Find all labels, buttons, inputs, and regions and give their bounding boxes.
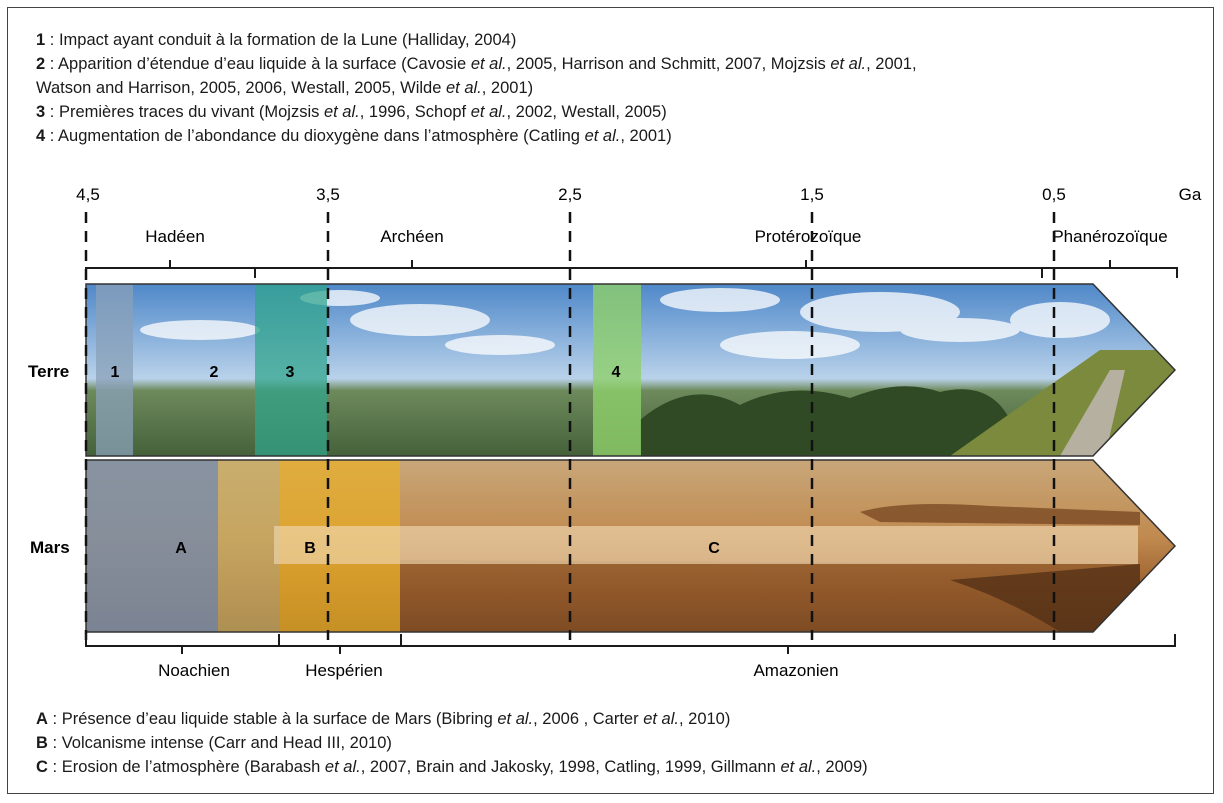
earth-event-note-text: , 1996, Schopf bbox=[359, 103, 471, 121]
earth-event-note-key: 4 bbox=[36, 127, 46, 145]
era-label-noachian: Noachien bbox=[158, 661, 230, 680]
tick-label-0-5: 0,5 bbox=[1042, 185, 1066, 204]
row-label-mars: Mars bbox=[30, 538, 70, 557]
era-label-hesperian: Hespérien bbox=[305, 661, 383, 680]
earth-event-note-text: et al. bbox=[830, 55, 867, 73]
mars-event-note-text: , 2006 , Carter bbox=[533, 710, 644, 728]
mars-event-note-text: Présence d’eau liquide stable à la surfa… bbox=[61, 710, 498, 728]
eon-label-phanerozoic: Phanérozoïque bbox=[1052, 227, 1167, 246]
row-label-earth: Terre bbox=[28, 362, 69, 381]
mars-event-label-b: B bbox=[304, 540, 316, 557]
time-marker-lines bbox=[84, 212, 1056, 640]
earth-event-note-line: 2 : Apparition d’étendue d’eau liquide à… bbox=[36, 52, 917, 76]
mars-event-note-text: et al. bbox=[324, 758, 361, 776]
earth-event-note-key: 1 bbox=[36, 31, 46, 49]
earth-event-notes: 1 : Impact ayant conduit à la formation … bbox=[36, 28, 917, 148]
mars-arrow-outline bbox=[85, 459, 1177, 633]
earth-event-note-line: 3 : Premières traces du vivant (Mojzsis … bbox=[36, 100, 917, 124]
earth-event-note-text: , 2001) bbox=[481, 79, 534, 97]
earth-event-note-key: 3 bbox=[36, 103, 46, 121]
mars-event-note-key: C bbox=[36, 758, 48, 776]
earth-event-band-1 bbox=[96, 284, 133, 456]
mars-event-note-key: A bbox=[36, 710, 48, 728]
mars-event-label-a: A bbox=[175, 540, 187, 557]
tick-label-1-5: 1,5 bbox=[800, 185, 824, 204]
mars-event-note-line: C : Erosion de l’atmosphère (Barabash et… bbox=[36, 755, 868, 779]
earth-event-note-text: Apparition d’étendue d’eau liquide à la … bbox=[58, 55, 471, 73]
eon-label-proterozoic: Protérozoïque bbox=[755, 227, 862, 246]
earth-event-note-line: Watson and Harrison, 2005, 2006, Westall… bbox=[36, 76, 917, 100]
earth-event-note-text: et al. bbox=[470, 55, 507, 73]
earth-event-note-separator: : bbox=[45, 55, 59, 73]
mars-event-label-c: C bbox=[708, 540, 720, 557]
mars-event-note-text: , 2009) bbox=[816, 758, 868, 776]
mars-event-note-line: A : Présence d’eau liquide stable à la s… bbox=[36, 707, 868, 731]
earth-event-note-key: 2 bbox=[36, 55, 46, 73]
earth-eon-brackets bbox=[85, 260, 1178, 278]
tick-label-4-5: 4,5 bbox=[76, 185, 100, 204]
earth-event-band-3 bbox=[255, 284, 327, 456]
tick-label-3-5: 3,5 bbox=[316, 185, 340, 204]
mars-event-note-key: B bbox=[36, 734, 48, 752]
earth-event-note-text: , 2005, Harrison and Schmitt, 2007, Mojz… bbox=[506, 55, 831, 73]
earth-event-note-line: 1 : Impact ayant conduit à la formation … bbox=[36, 28, 917, 52]
earth-event-label-3: 3 bbox=[286, 364, 295, 381]
mars-event-note-separator: : bbox=[47, 734, 62, 752]
mars-event-band-a-fade bbox=[218, 460, 280, 632]
earth-event-label-1: 1 bbox=[111, 364, 120, 381]
mars-event-note-text: et al. bbox=[643, 710, 679, 728]
earth-event-note-separator: : bbox=[45, 103, 59, 121]
earth-event-band-4 bbox=[593, 284, 641, 456]
earth-event-note-text: et al. bbox=[323, 103, 360, 121]
earth-event-label-2: 2 bbox=[210, 364, 219, 381]
earth-event-note-text: Premières traces du vivant (Mojzsis bbox=[58, 103, 324, 121]
mars-event-note-text: et al. bbox=[780, 758, 817, 776]
era-label-amazonian: Amazonien bbox=[753, 661, 838, 680]
earth-event-note-text: et al. bbox=[445, 79, 482, 97]
earth-event-note-text: Augmentation de l’abondance du dioxygène… bbox=[58, 127, 585, 145]
tick-label-2-5: 2,5 bbox=[558, 185, 582, 204]
earth-event-note-line: 4 : Augmentation de l’abondance du dioxy… bbox=[36, 124, 917, 148]
mars-event-note-text: Volcanisme intense (Carr and Head III, 2… bbox=[61, 734, 392, 752]
earth-event-note-text: et al. bbox=[584, 127, 621, 145]
earth-event-note-separator: : bbox=[45, 127, 59, 145]
mars-event-note-text: , 2010) bbox=[678, 710, 731, 728]
mars-event-note-line: B : Volcanisme intense (Carr and Head II… bbox=[36, 731, 868, 755]
earth-event-note-text: , 2002, Westall, 2005) bbox=[506, 103, 667, 121]
earth-event-note-text: , 2001, bbox=[866, 55, 917, 73]
figure-frame bbox=[7, 7, 1214, 794]
mars-event-note-text: Erosion de l’atmosphère (Barabash bbox=[61, 758, 325, 776]
earth-event-note-text: Watson and Harrison, 2005, 2006, Westall… bbox=[36, 79, 446, 97]
earth-event-note-text: et al. bbox=[470, 103, 507, 121]
mars-event-note-text: , 2007, Brain and Jakosky, 1998, Catling… bbox=[360, 758, 781, 776]
mars-event-note-separator: : bbox=[47, 710, 62, 728]
mars-event-note-separator: : bbox=[47, 758, 62, 776]
earth-event-note-text: , 2001) bbox=[620, 127, 672, 145]
mars-event-note-text: et al. bbox=[497, 710, 534, 728]
mars-event-band-a bbox=[86, 460, 218, 632]
eon-label-hadean: Hadéen bbox=[145, 227, 205, 246]
earth-event-label-4: 4 bbox=[612, 364, 621, 381]
earth-event-note-separator: : bbox=[45, 31, 59, 49]
eon-label-archean: Archéen bbox=[380, 227, 443, 246]
earth-event-note-text: Impact ayant conduit à la formation de l… bbox=[58, 31, 517, 49]
mars-event-notes: A : Présence d’eau liquide stable à la s… bbox=[36, 707, 868, 779]
mars-event-band-c bbox=[274, 526, 1138, 564]
mars-era-brackets bbox=[85, 634, 1176, 654]
axis-unit-label: Ga bbox=[1179, 185, 1202, 204]
